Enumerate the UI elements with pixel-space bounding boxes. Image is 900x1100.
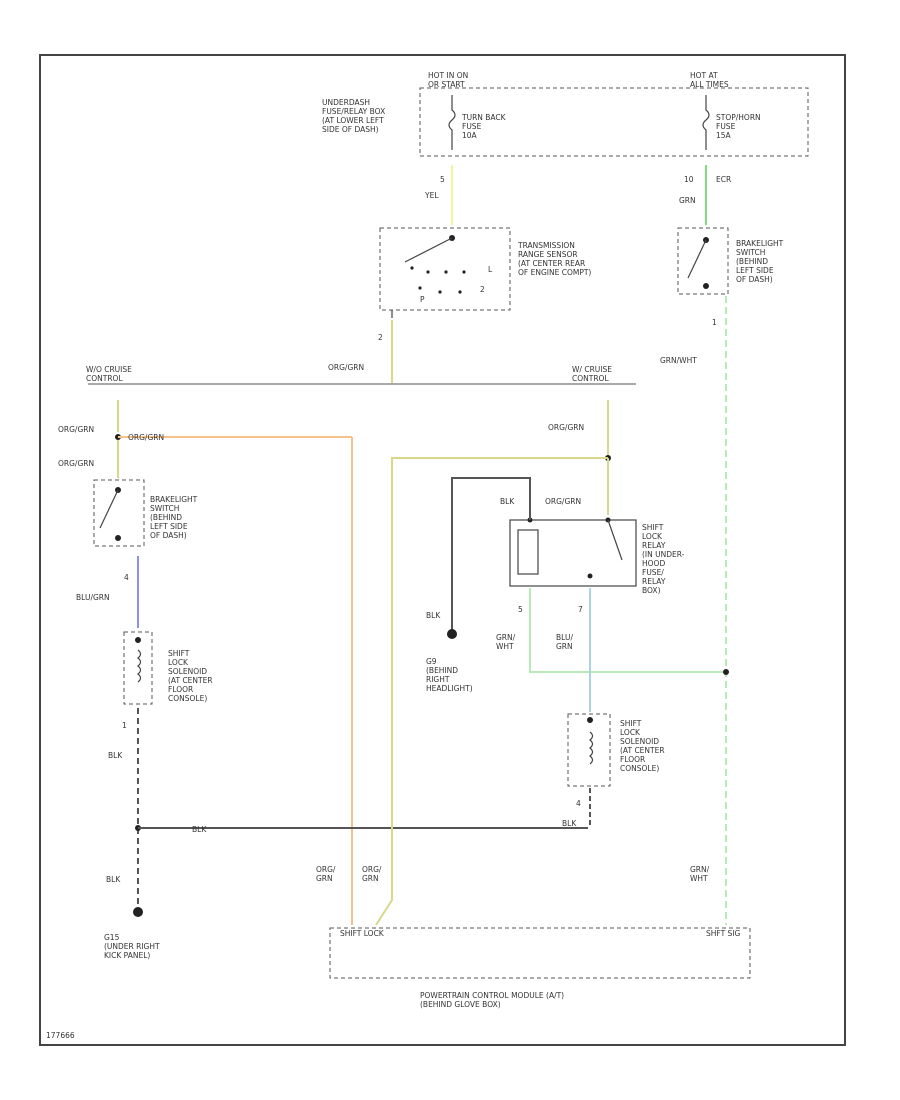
wire-label-org-grn-mid: ORG/GRN — [128, 433, 164, 442]
sensor-contact — [438, 290, 442, 294]
wire-label-blk-ground-up: BLK — [426, 611, 441, 620]
pin-2: 2 — [378, 333, 383, 342]
pcm-label: POWERTRAIN CONTROL MODULE (A/T)(BEHIND G… — [420, 991, 564, 1009]
wire-label-grn-wht-right: GRN/WHT — [660, 356, 697, 365]
relay-coil-icon — [517, 529, 539, 575]
wire-label-blk-bottom-left: BLK — [106, 875, 121, 884]
wire-label-org-grn-rightcol: ORG/GRN — [548, 423, 584, 432]
splice-grn-wht — [723, 669, 729, 675]
turn-back-fuse-icon — [448, 95, 456, 150]
wire-label-org-grn-left1: ORG/GRN — [58, 425, 94, 434]
wire-grn-wht-relay — [529, 588, 726, 673]
brakelight-switch-right-outline — [677, 227, 729, 295]
sensor-pos-l: L — [488, 265, 493, 274]
wire-label-blu-grn-left: BLU/GRN — [76, 593, 110, 602]
pcm-pin-left: SHIFT LOCK — [340, 929, 385, 938]
pcm-pin-right: SHFT SIG — [706, 929, 741, 938]
ground-g9-icon — [447, 629, 457, 639]
pin-7: 7 — [578, 605, 583, 614]
wire-label-org-grn-pcm1: ORG/GRN — [316, 865, 336, 883]
pin-ecr: ECR — [716, 175, 731, 184]
pin-1a: 1 — [712, 318, 717, 327]
diagram-id: 177666 — [46, 1031, 75, 1040]
sensor-contact — [444, 270, 448, 274]
wire-label-grn-wht-relay: GRN/WHT — [496, 633, 516, 651]
trans-range-sensor-outline — [379, 227, 511, 311]
sensor-contact — [426, 270, 430, 274]
wire-label-org-grn-relay: ORG/GRN — [545, 497, 581, 506]
pin-5b: 5 — [518, 605, 523, 614]
wire-label-org-grn-left2: ORG/GRN — [58, 459, 94, 468]
shift-lock-solenoid-right-outline — [567, 713, 611, 787]
pin-10: 10 — [684, 175, 694, 184]
wire-org-grn-to-pcm — [375, 457, 608, 926]
diagram-frame — [39, 54, 846, 1046]
ground-g15-icon — [133, 907, 143, 917]
wire-label-blk-relay: BLK — [500, 497, 515, 506]
wire-label-blk-right-sol: BLK — [562, 819, 577, 828]
solenoid-right-coil-icon — [589, 731, 594, 765]
wire-blk-relay-ground — [451, 477, 531, 632]
wire-label-blk-left: BLK — [108, 751, 123, 760]
brakelight-switch-left-outline — [93, 479, 145, 547]
wire-label-org-grn-center: ORG/GRN — [328, 363, 364, 372]
stop-horn-fuse-icon — [702, 95, 710, 150]
pin-1b: 1 — [122, 721, 127, 730]
fuse-box-outline — [419, 87, 809, 157]
sensor-contact — [458, 290, 462, 294]
wire-label-blk-horizontal: BLK — [192, 825, 207, 834]
sensor-pos-2: 2 — [480, 285, 485, 294]
wire-label-grn-wht-pcm: GRN/WHT — [690, 865, 710, 883]
sensor-pos-p: P — [420, 295, 425, 304]
wire-label-org-grn-pcm2: ORG/GRN — [362, 865, 382, 883]
shift-lock-relay-outline — [509, 519, 637, 587]
shift-lock-solenoid-left-outline — [123, 631, 153, 705]
sensor-contact — [418, 286, 422, 290]
sensor-contact — [462, 270, 466, 274]
pin-4b: 4 — [576, 799, 581, 808]
pcm-outline — [329, 927, 751, 979]
wire-label-blu-grn-relay: BLU/GRN — [556, 633, 573, 651]
sensor-contact — [410, 266, 414, 270]
wire-label-grn-top: GRN — [679, 196, 696, 205]
pin-5: 5 — [440, 175, 445, 184]
wire-label-yel: YEL — [424, 191, 439, 200]
pin-4: 4 — [124, 573, 129, 582]
solenoid-left-coil-icon — [137, 649, 142, 683]
